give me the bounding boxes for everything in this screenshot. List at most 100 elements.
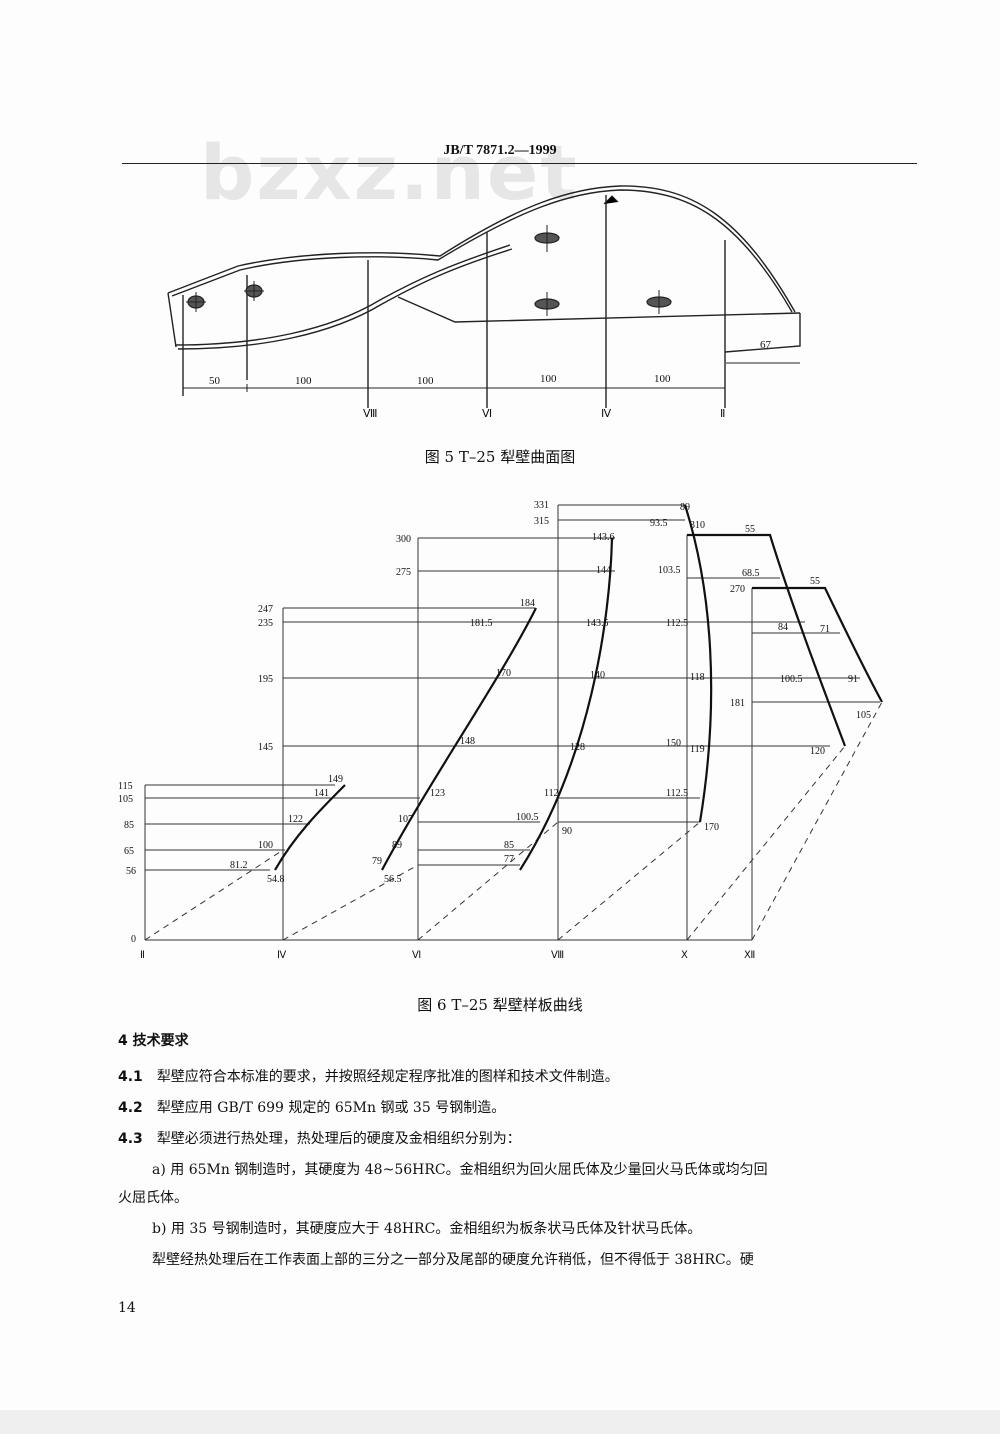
figure6-caption: 图 6 T–25 犁壁样板曲线: [417, 996, 583, 1014]
curve-label: 143.6: [592, 532, 615, 543]
clause-4-3: 4.3 犁壁必须进行热处理，热处理后的硬度及金相组织分别为：: [118, 1124, 521, 1154]
curve-label: 112: [544, 788, 559, 799]
clause-number: 4.2: [118, 1100, 143, 1116]
page-number: 14: [118, 1300, 136, 1316]
curve-label: 81.2: [230, 860, 248, 871]
section-mark-8: Ⅷ: [363, 408, 378, 420]
curve-label: 149: [328, 774, 343, 785]
axis-85: 85: [124, 820, 134, 831]
curve-label: 112.5: [666, 618, 688, 629]
figure6-drawing: 115 105 85 65 56 0 247 235 195 145 300 2…: [118, 500, 883, 961]
curve-label: 141: [314, 788, 329, 799]
curve-label: 103.5: [658, 565, 681, 576]
curve-label: 150: [666, 738, 681, 749]
item-b: b) 用 35 号钢制造时，其硬度应大于 48HRC。金相组织为板条状马氏体及针…: [152, 1221, 702, 1237]
station-axis-181: 181: [730, 698, 745, 709]
curve-label: 105: [856, 710, 871, 721]
axis-195: 195: [258, 674, 273, 685]
curve-label: 91: [848, 674, 858, 685]
station-axis-310: 310: [690, 520, 705, 531]
dim-100-c: 100: [540, 373, 557, 385]
curve-label: 55: [810, 576, 820, 587]
curve-label: 144: [596, 565, 611, 576]
station-mark-12: Ⅻ: [744, 950, 755, 961]
curve-label: 143.5: [586, 618, 609, 629]
curve-label: 107: [398, 814, 413, 825]
header-rule: [122, 163, 917, 164]
clause-text: 犁壁应用 GB/T 699 规定的 65Mn 钢或 35 号钢制造。: [156, 1100, 506, 1116]
dim-100-d: 100: [654, 373, 671, 385]
station-mark-10: Ⅹ: [681, 950, 688, 961]
curve-label: 181.5: [470, 618, 493, 629]
clause-number: 4.3: [118, 1131, 143, 1147]
curve-label: 100.5: [516, 812, 539, 823]
station-axis-270: 270: [730, 584, 745, 595]
section-mark-4: Ⅳ: [601, 408, 612, 420]
curve-label: 89: [392, 840, 402, 851]
station-mark-8: Ⅷ: [551, 950, 564, 961]
axis-56: 56: [126, 866, 136, 877]
curve-label: 118: [690, 672, 705, 683]
axis-145: 145: [258, 742, 273, 753]
section-mark-6: Ⅵ: [482, 408, 492, 420]
curve-label: 184: [520, 598, 535, 609]
curve-label: 170: [496, 668, 511, 679]
axis-275: 275: [396, 567, 411, 578]
curve-label: 100.5: [780, 674, 803, 685]
curve-label: 112.5: [666, 788, 688, 799]
section-mark-2: Ⅱ: [720, 408, 725, 420]
curve-label: 68.5: [742, 568, 760, 579]
dim-100-b: 100: [417, 375, 434, 387]
curve-label: 100: [258, 840, 273, 851]
axis-247: 247: [258, 604, 273, 615]
curve-label: 128: [570, 742, 585, 753]
curve-label: 93.5: [650, 518, 668, 529]
curve-label: 55: [745, 524, 755, 535]
axis-0: 0: [131, 934, 136, 945]
clause-4-1: 4.1 犁壁应符合本标准的要求，并按照经规定程序批准的图样和技术文件制造。: [118, 1062, 619, 1092]
curve-label: 89: [680, 502, 690, 513]
axis-300: 300: [396, 534, 411, 545]
section-heading: 4 技术要求: [118, 1033, 189, 1049]
figure5-caption: 图 5 T–25 犁壁曲面图: [424, 448, 576, 466]
item-a-line2: 火屈氏体。: [118, 1190, 188, 1206]
curve-label: 56.5: [384, 874, 402, 885]
curve-label: 123: [430, 788, 445, 799]
station-mark-6: Ⅵ: [412, 950, 421, 961]
axis-65: 65: [124, 846, 134, 857]
clause-text: 犁壁必须进行热处理，热处理后的硬度及金相组织分别为：: [156, 1131, 521, 1147]
dim-100-a: 100: [295, 375, 312, 387]
curve-label: 122: [288, 814, 303, 825]
curve-label: 119: [690, 744, 705, 755]
curve-label: 120: [810, 746, 825, 757]
curve-label: 77: [504, 854, 514, 865]
curve-label: 140: [590, 670, 605, 681]
curve-label: 54.8: [267, 874, 285, 885]
clause-number: 4.1: [118, 1069, 143, 1085]
radius-label: 67: [760, 339, 772, 351]
station-mark-2: Ⅱ: [140, 950, 145, 961]
axis-331: 331: [534, 500, 549, 511]
curve-label: 85: [504, 840, 514, 851]
curve-label: 90: [562, 826, 572, 837]
axis-105: 105: [118, 794, 133, 805]
curve-label: 71: [820, 624, 830, 635]
axis-115: 115: [118, 781, 133, 792]
standard-number-header: JB/T 7871.2—1999: [443, 143, 557, 158]
axis-235: 235: [258, 618, 273, 629]
station-mark-4: Ⅳ: [277, 950, 287, 961]
curve-label: 170: [704, 822, 719, 833]
watermark: bzxz.net: [200, 128, 579, 217]
trailing-paragraph: 犁壁经热处理后在工作表面上部的三分之一部分及尾部的硬度允许稍低，但不得低于 38…: [152, 1252, 754, 1268]
dim-50: 50: [209, 375, 221, 387]
clause-4-2: 4.2 犁壁应用 GB/T 699 规定的 65Mn 钢或 35 号钢制造。: [118, 1093, 505, 1123]
axis-315: 315: [534, 516, 549, 527]
clause-text: 犁壁应符合本标准的要求，并按照经规定程序批准的图样和技术文件制造。: [156, 1069, 619, 1085]
curve-label: 79: [372, 856, 382, 867]
viewer-bottom-band: [0, 1410, 1000, 1434]
curve-label: 148: [460, 736, 475, 747]
item-a-line1: a) 用 65Mn 钢制造时，其硬度为 48~56HRC。金相组织为回火屈氏体及…: [152, 1162, 768, 1178]
curve-label: 84: [778, 622, 788, 633]
figure5-drawing: 50 100 100 100 100 67 Ⅷ Ⅵ Ⅳ Ⅱ: [167, 185, 801, 420]
